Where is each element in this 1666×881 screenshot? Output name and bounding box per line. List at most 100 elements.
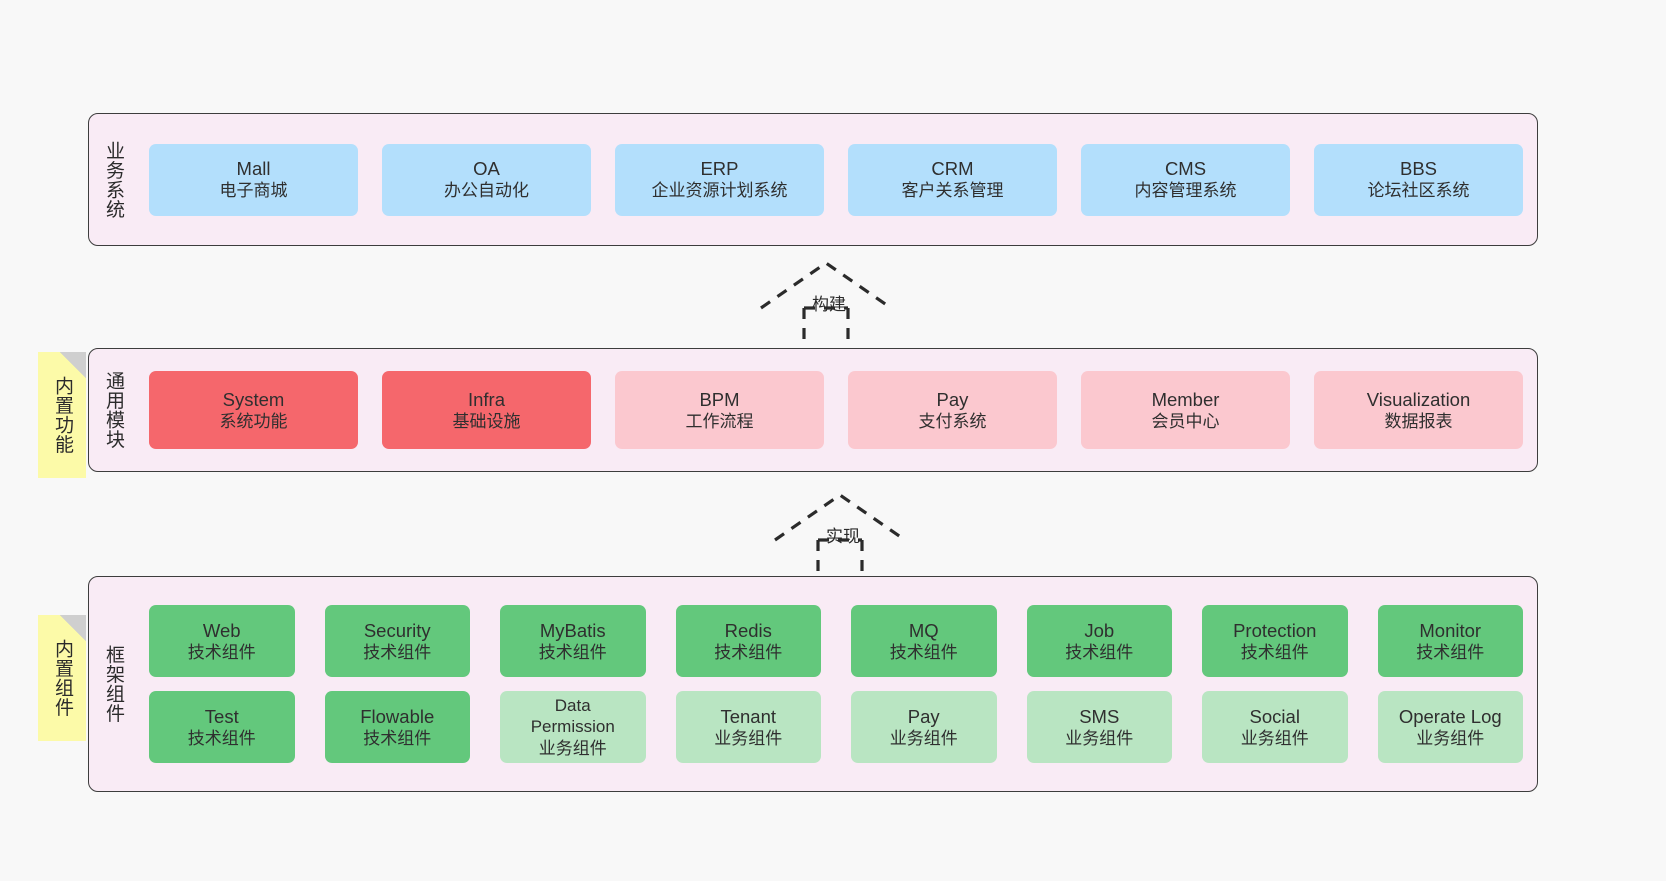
connector-implement-arrow: [770, 490, 920, 574]
card-subtitle: 技术组件: [187, 642, 256, 662]
card-subtitle: 办公自动化: [444, 181, 529, 201]
card-title: OA: [473, 158, 500, 180]
card-mybatis[interactable]: MyBatis 技术组件: [500, 605, 646, 677]
card-title: Pay: [907, 705, 940, 727]
note-builtin-features: 内置功能: [38, 352, 86, 478]
card-subtitle: 业务组件: [889, 728, 958, 748]
card-title: MQ: [908, 619, 939, 641]
card-pay-component[interactable]: Pay 业务组件: [851, 691, 997, 763]
card-security[interactable]: Security 技术组件: [324, 605, 470, 677]
card-title: Member: [1151, 388, 1220, 410]
card-redis[interactable]: Redis 技术组件: [675, 605, 821, 677]
card-mq[interactable]: MQ 技术组件: [851, 605, 997, 677]
layer-common-modules: 通用模块 System 系统功能 Infra 基础设施 BPM 工作流程 Pay: [88, 348, 1538, 472]
card-title: Web: [202, 619, 241, 641]
card-test[interactable]: Test 技术组件: [149, 691, 295, 763]
card-subtitle: 支付系统: [918, 411, 987, 431]
card-subtitle: 客户关系管理: [901, 181, 1004, 201]
layer-business-system: 业务系统 Mall 电子商城 OA 办公自动化 ERP 企业资源计划系统 CRM: [88, 113, 1538, 246]
card-visualization[interactable]: Visualization 数据报表: [1314, 371, 1523, 449]
card-subtitle: 技术组件: [1240, 642, 1309, 662]
card-crm[interactable]: CRM 客户关系管理: [848, 143, 1057, 216]
card-subtitle: 技术组件: [1065, 642, 1134, 662]
layer-body-common-modules: System 系统功能 Infra 基础设施 BPM 工作流程 Pay 支付系统…: [135, 349, 1537, 471]
card-subtitle: 数据报表: [1384, 411, 1453, 431]
layer-framework-components: 框架组件 Web 技术组件 Security 技术组件 MyBatis 技术组件…: [88, 576, 1538, 792]
card-title: Security: [363, 619, 431, 641]
card-title: Test: [204, 705, 239, 727]
card-protection[interactable]: Protection 技术组件: [1202, 605, 1348, 677]
card-subtitle: 企业资源计划系统: [651, 181, 788, 201]
card-erp[interactable]: ERP 企业资源计划系统: [615, 143, 824, 216]
card-title: CRM: [931, 158, 974, 180]
card-title: Monitor: [1419, 619, 1482, 641]
card-title: ERP: [700, 158, 739, 180]
card-subtitle: 业务组件: [1416, 728, 1485, 748]
card-bpm[interactable]: BPM 工作流程: [615, 371, 824, 449]
card-pay-module[interactable]: Pay 支付系统: [848, 371, 1057, 449]
card-title: Job: [1084, 619, 1115, 641]
card-infra[interactable]: Infra 基础设施: [382, 371, 591, 449]
card-subtitle: 业务组件: [1240, 728, 1309, 748]
card-title: Pay: [936, 388, 969, 410]
layer-title-common-modules: 通用模块: [103, 371, 125, 449]
framework-tech-row: Web 技术组件 Security 技术组件 MyBatis 技术组件 Redi…: [149, 605, 1523, 677]
card-social[interactable]: Social 业务组件: [1202, 691, 1348, 763]
card-web[interactable]: Web 技术组件: [149, 605, 295, 677]
card-subtitle: 业务组件: [714, 728, 783, 748]
layer-body-framework-components: Web 技术组件 Security 技术组件 MyBatis 技术组件 Redi…: [135, 577, 1537, 791]
card-subtitle: 技术组件: [1416, 642, 1485, 662]
card-subtitle: 技术组件: [363, 642, 432, 662]
card-title: Mall: [236, 158, 271, 180]
card-bbs[interactable]: BBS 论坛社区系统: [1314, 143, 1523, 216]
card-title: Infra: [467, 388, 506, 410]
card-subtitle: 工作流程: [685, 411, 754, 431]
card-subtitle: 系统功能: [219, 411, 288, 431]
card-cms[interactable]: CMS 内容管理系统: [1081, 143, 1290, 216]
connector-build-arrow: [756, 258, 906, 342]
card-subtitle: 技术组件: [714, 642, 783, 662]
card-mall[interactable]: Mall 电子商城: [149, 143, 358, 216]
card-monitor[interactable]: Monitor 技术组件: [1377, 605, 1523, 677]
card-title: BPM: [699, 388, 740, 410]
card-job[interactable]: Job 技术组件: [1026, 605, 1172, 677]
card-title: SMS: [1079, 705, 1120, 727]
card-subtitle: 业务组件: [1065, 728, 1134, 748]
card-subtitle: 内容管理系统: [1134, 181, 1237, 201]
card-system[interactable]: System 系统功能: [149, 371, 358, 449]
card-title: Social: [1249, 705, 1300, 727]
card-flowable[interactable]: Flowable 技术组件: [324, 691, 470, 763]
card-data-permission[interactable]: Data Permission 业务组件: [500, 691, 646, 763]
card-subtitle: 会员中心: [1151, 411, 1220, 431]
connector-implement-label: 实现: [826, 527, 860, 546]
card-title: Visualization: [1366, 388, 1471, 410]
card-tenant[interactable]: Tenant 业务组件: [675, 691, 821, 763]
layer-body-business-system: Mall 电子商城 OA 办公自动化 ERP 企业资源计划系统 CRM 客户关系…: [135, 114, 1537, 245]
card-title: Flowable: [360, 705, 435, 727]
card-subtitle: 技术组件: [363, 728, 432, 748]
connector-build-label: 构建: [812, 295, 846, 314]
card-title: Protection: [1233, 619, 1317, 641]
card-title: MyBatis: [539, 619, 606, 641]
card-title: BBS: [1399, 158, 1438, 180]
card-subtitle: 技术组件: [187, 728, 256, 748]
card-sms[interactable]: SMS 业务组件: [1026, 691, 1172, 763]
card-subtitle: 电子商城: [219, 181, 288, 201]
card-member[interactable]: Member 会员中心: [1081, 371, 1290, 449]
card-oa[interactable]: OA 办公自动化: [382, 143, 591, 216]
card-operate-log[interactable]: Operate Log 业务组件: [1377, 691, 1523, 763]
card-subtitle: 论坛社区系统: [1367, 181, 1470, 201]
card-subtitle: 业务组件: [538, 738, 607, 758]
card-title: Operate Log: [1398, 705, 1502, 727]
card-subtitle: 技术组件: [889, 642, 958, 662]
card-title: Tenant: [720, 705, 777, 727]
note-builtin-components: 内置组件: [38, 615, 86, 741]
common-card-row: System 系统功能 Infra 基础设施 BPM 工作流程 Pay 支付系统…: [149, 371, 1523, 449]
card-title: Redis: [724, 619, 772, 641]
card-title: Data Permission: [530, 695, 615, 737]
framework-business-row: Test 技术组件 Flowable 技术组件 Data Permission …: [149, 691, 1523, 763]
layer-title-framework-components: 框架组件: [103, 645, 125, 723]
card-title: CMS: [1164, 158, 1207, 180]
layer-title-business-system: 业务系统: [103, 140, 125, 219]
